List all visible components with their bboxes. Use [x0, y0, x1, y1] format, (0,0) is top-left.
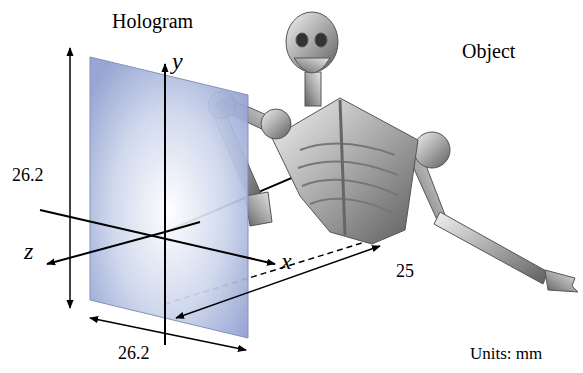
x-axis	[40, 210, 275, 264]
robot-shoulder	[261, 109, 291, 139]
object-heading: Object	[462, 40, 515, 62]
robot-forearm	[434, 212, 548, 284]
robot-neck	[305, 72, 321, 106]
robot-shoulder	[414, 132, 450, 168]
distance-dimension	[176, 246, 380, 318]
dimension-value: 26.2	[118, 344, 150, 364]
robot-torso	[272, 98, 418, 244]
robot-eye	[315, 33, 327, 47]
robot-eye	[296, 33, 308, 47]
axis-name: z	[24, 238, 33, 264]
y-axis	[164, 64, 166, 345]
robot-hand	[545, 270, 578, 292]
height-dimension	[69, 48, 71, 308]
axis-name: y	[172, 48, 183, 74]
hologram-plate	[90, 57, 248, 338]
robot-spine	[340, 100, 345, 235]
z-axis	[47, 232, 165, 264]
robot-hand	[245, 192, 272, 226]
width-dimension	[90, 318, 246, 350]
axis-name: x	[281, 248, 292, 274]
robot-object	[208, 12, 578, 292]
robot-skull	[286, 12, 338, 72]
z-axis	[165, 222, 200, 232]
dimension-value: 25	[396, 262, 414, 282]
dimension-value: 26.2	[12, 166, 44, 186]
plate-heading: Hologram	[112, 10, 193, 32]
robot-jaw	[294, 58, 330, 73]
robot-ribs	[298, 144, 398, 214]
units-note: Units: mm	[470, 345, 542, 364]
